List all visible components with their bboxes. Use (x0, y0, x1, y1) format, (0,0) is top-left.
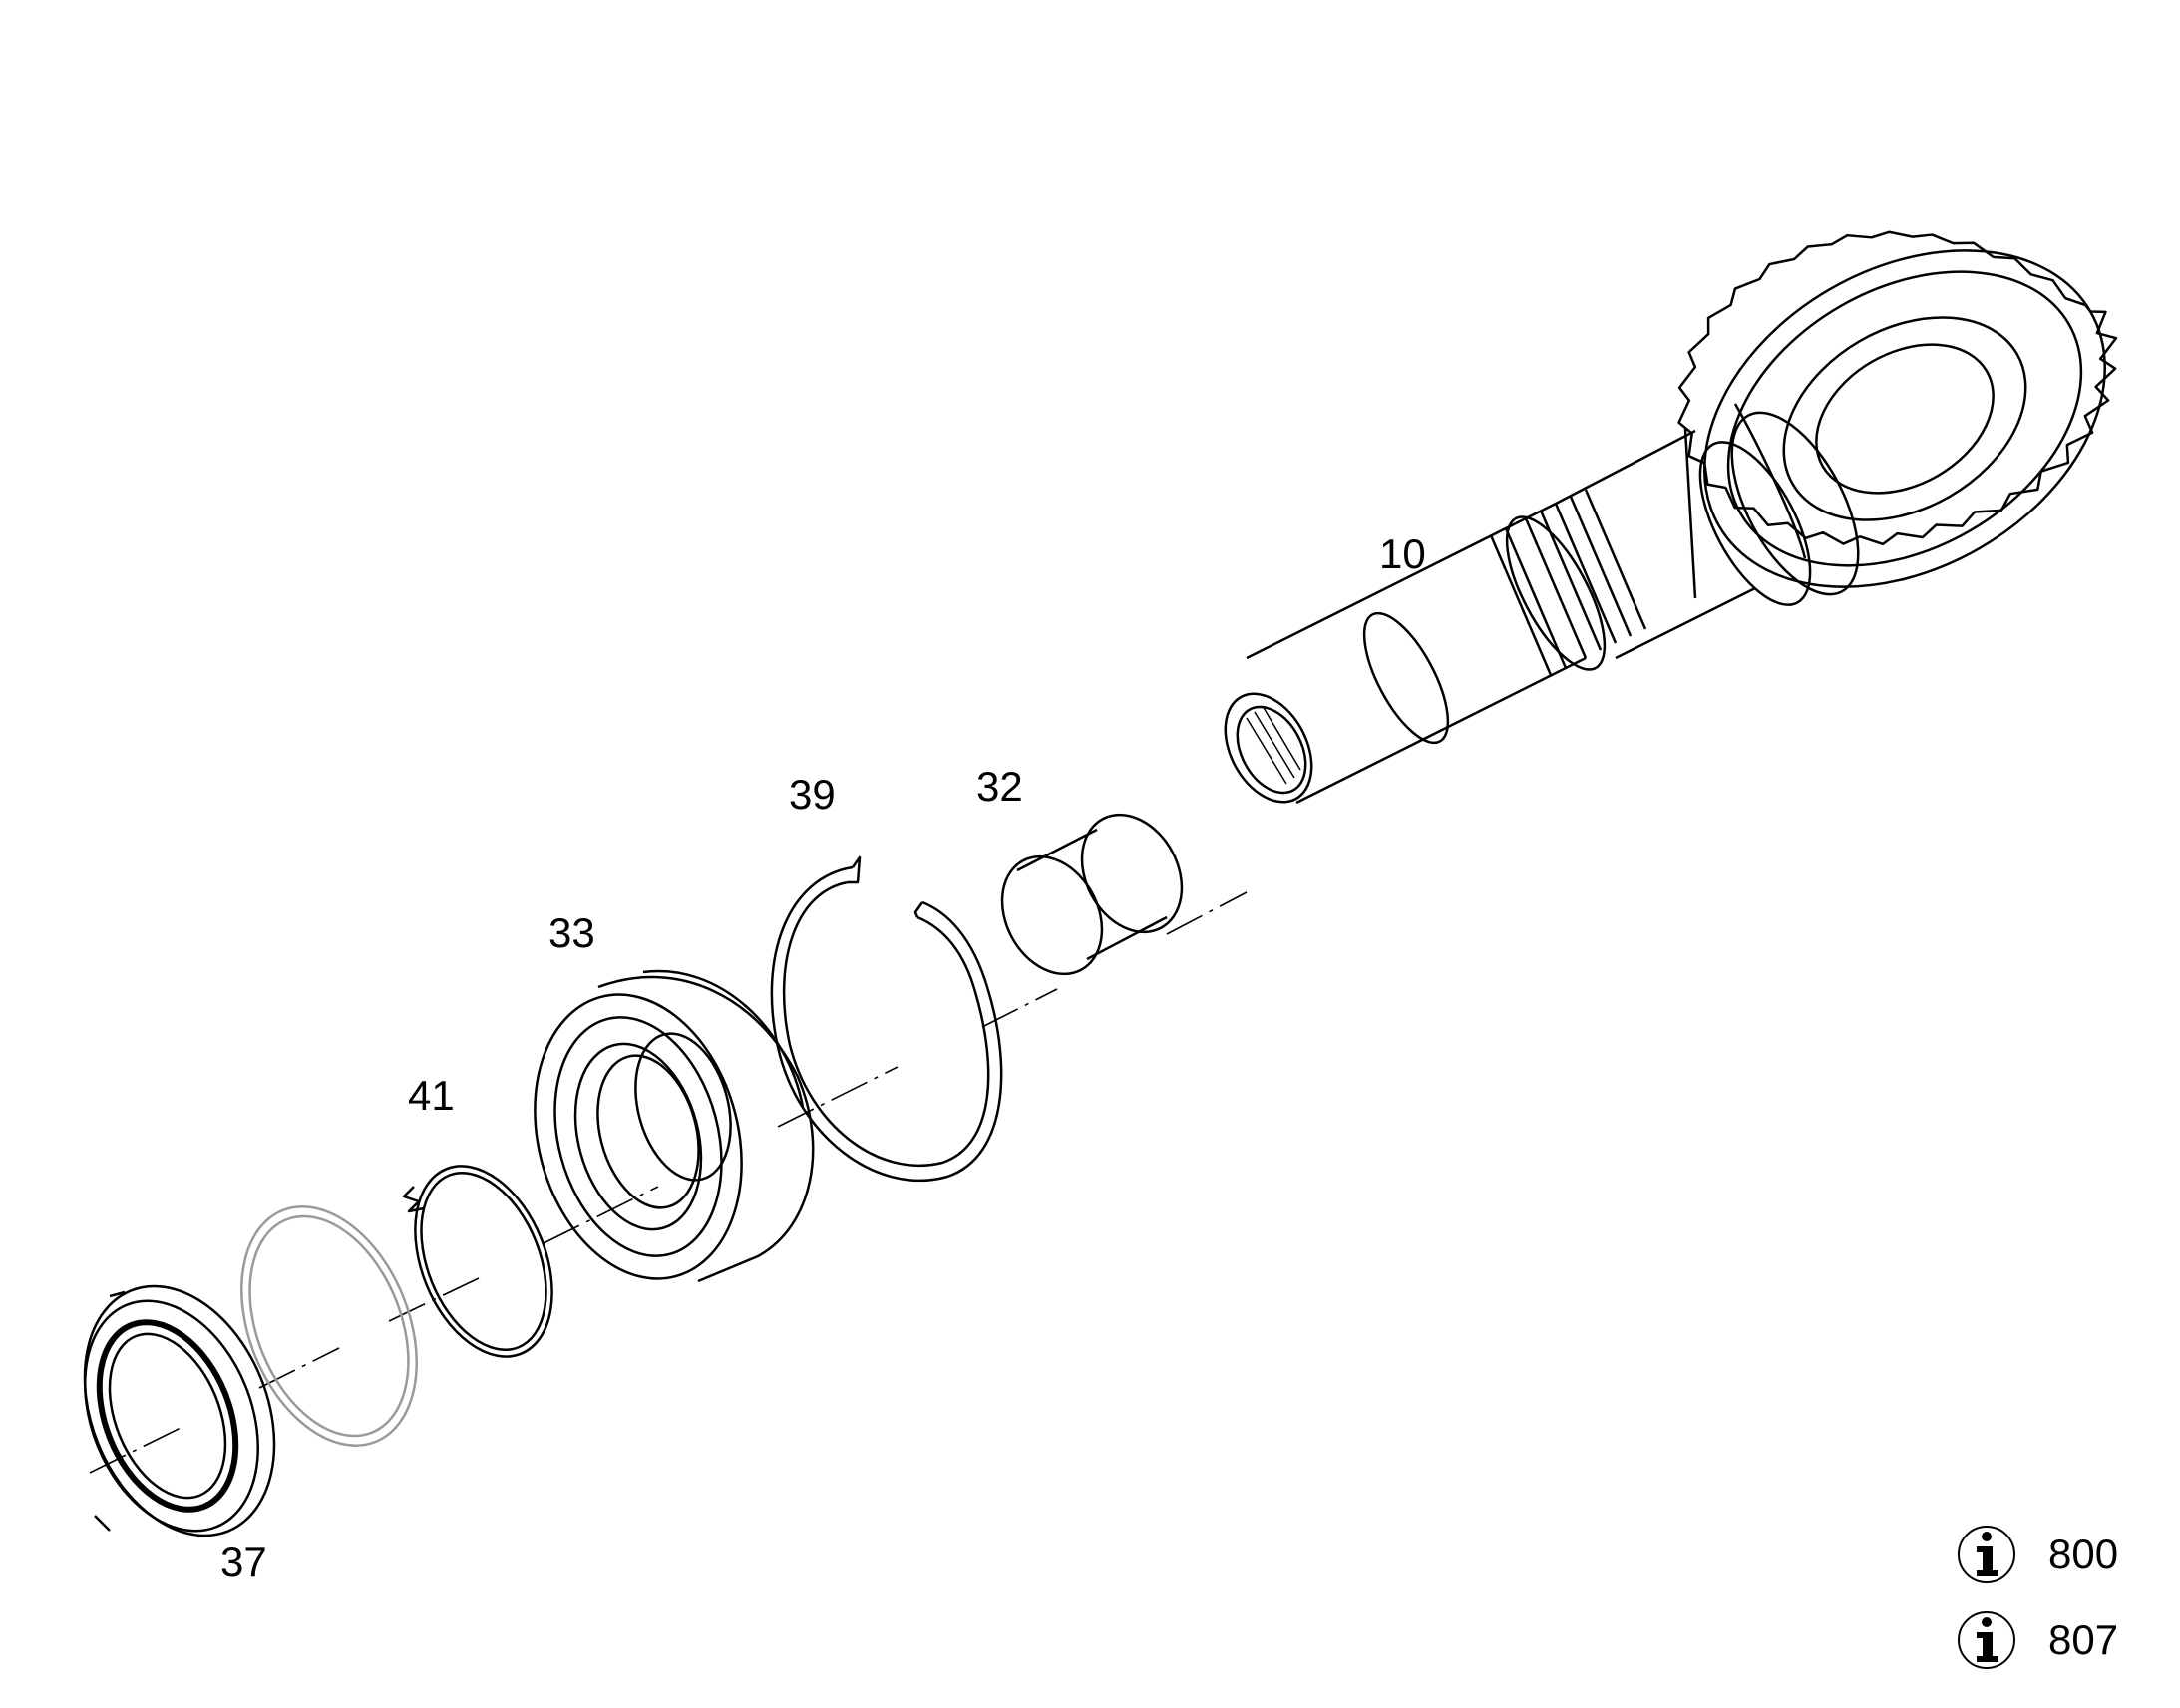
label-part-41: 41 (408, 1072, 455, 1119)
washer (240, 1205, 418, 1447)
label-part-39: 39 (789, 771, 836, 818)
bearing-part-33 (534, 969, 815, 1283)
label-part-33: 33 (548, 909, 595, 956)
info-ref-number: 800 (2048, 1531, 2119, 1577)
shaft-part-10 (1224, 230, 2118, 805)
circlip-part-39 (770, 855, 1003, 1183)
shaft-spline (1415, 489, 1647, 715)
info-ref-807[interactable]: 807 (1955, 1608, 2118, 1672)
info-ref-800[interactable]: 800 (1955, 1523, 2118, 1586)
label-part-32: 32 (976, 763, 1023, 810)
info-icon (1958, 1611, 2015, 1669)
label-part-37: 37 (220, 1538, 267, 1585)
info-icon (1958, 1526, 2015, 1583)
sleeve-part-32 (1000, 813, 1184, 976)
snap-ring-part-41 (402, 1165, 553, 1358)
gear-teeth (1677, 230, 2118, 588)
label-part-10: 10 (1379, 530, 1426, 577)
seal-part-37 (83, 1284, 276, 1537)
info-ref-number: 807 (2048, 1616, 2119, 1663)
